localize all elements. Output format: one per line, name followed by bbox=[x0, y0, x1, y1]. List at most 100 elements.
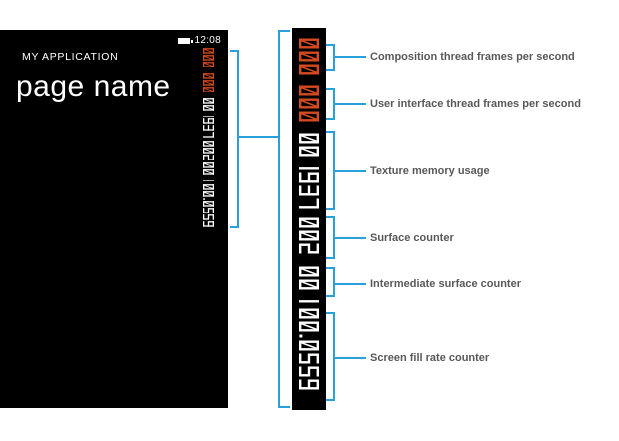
phone-counter-ui-thread-fps bbox=[203, 73, 214, 93]
label-ui-thread-fps: User interface thread frames per second bbox=[370, 98, 581, 110]
segment-digit-0 bbox=[203, 86, 214, 93]
segment-digit-9 bbox=[203, 118, 214, 125]
label-screen-fill-rate-counter: Screen fill rate counter bbox=[370, 352, 490, 364]
strip-counter-composition-fps bbox=[299, 38, 319, 75]
segment-digit-1 bbox=[203, 115, 214, 118]
segment-digit-5 bbox=[299, 366, 319, 377]
segment-digit-0 bbox=[203, 162, 214, 168]
annotation-bracket-texture-memory-usage-vertical bbox=[333, 131, 335, 210]
annotation-connector-texture-memory-usage bbox=[335, 170, 366, 172]
segment-digit-0 bbox=[203, 73, 214, 79]
segment-digit-0 bbox=[203, 200, 214, 207]
phone-counter-texture-memory-usage bbox=[203, 98, 214, 138]
segment-digit-0 bbox=[299, 51, 319, 62]
label-surface-counter: Surface counter bbox=[370, 232, 454, 244]
segment-digit-2 bbox=[299, 243, 319, 254]
annotation-bracket-screen-fill-rate-counter-bottom-tick bbox=[326, 399, 333, 401]
segment-digit-0 bbox=[203, 104, 214, 111]
annotation-connector-screen-fill-rate-counter bbox=[335, 357, 366, 359]
segment-digit-0 bbox=[203, 61, 214, 68]
strip-counter-screen-fill-rate-counter bbox=[299, 308, 319, 390]
phone-bracket-top-tick bbox=[230, 50, 239, 52]
segment-digit-0 bbox=[203, 184, 214, 190]
status-bar-clock: 12:08 bbox=[194, 35, 221, 46]
segment-digit-0 bbox=[299, 146, 319, 157]
phone-counter-screen-fill-rate-counter bbox=[203, 184, 214, 227]
segment-digit-0 bbox=[203, 190, 214, 197]
strip-counter-intermediate-surface-counter bbox=[299, 266, 319, 303]
segment-digit-9 bbox=[299, 379, 319, 390]
annotation-bracket-ui-thread-fps-top-tick bbox=[326, 88, 333, 90]
annotation-bracket-texture-memory-usage-top-tick bbox=[326, 131, 333, 133]
phone-bracket-vertical bbox=[237, 50, 239, 228]
annotation-bracket-surface-counter-top-tick bbox=[326, 216, 333, 218]
segment-digit-0 bbox=[203, 147, 214, 154]
phone-screen: 12:08 MY APPLICATION page name bbox=[0, 30, 228, 408]
segment-digit-5 bbox=[299, 353, 319, 364]
segment-digit-0 bbox=[299, 308, 319, 319]
segment-digit-0 bbox=[299, 64, 319, 75]
segment-digit-1 bbox=[299, 167, 319, 170]
label-intermediate-surface-counter: Intermediate surface counter bbox=[370, 278, 521, 290]
annotation-connector-intermediate-surface-counter bbox=[335, 283, 366, 285]
phone-counter-composition-fps bbox=[203, 48, 214, 68]
segment-digit-0 bbox=[203, 168, 214, 175]
segment-digit-0 bbox=[203, 54, 214, 61]
segment-digit-0 bbox=[299, 321, 319, 332]
page-title: page name bbox=[16, 70, 171, 103]
segment-digit-0 bbox=[299, 230, 319, 241]
annotation-bracket-surface-counter-bottom-tick bbox=[326, 257, 333, 259]
segment-digit-2 bbox=[203, 154, 214, 161]
annotation-bracket-composition-fps-bottom-tick bbox=[326, 69, 333, 71]
annotation-connector-surface-counter bbox=[335, 237, 366, 239]
phone-counter-intermediate-surface-counter bbox=[203, 162, 214, 182]
segment-digit-0 bbox=[299, 279, 319, 290]
annotation-bracket-intermediate-surface-counter-bottom-tick bbox=[326, 295, 333, 297]
strip-bracket-bottom-tick bbox=[280, 406, 290, 408]
segment-digit-3 bbox=[299, 185, 319, 196]
segment-digit-0 bbox=[203, 141, 214, 147]
segment-digit-0 bbox=[299, 133, 319, 144]
phone-counter-surface-counter bbox=[203, 141, 214, 161]
annotation-bracket-composition-fps-top-tick bbox=[326, 44, 333, 46]
segment-digit-0 bbox=[299, 38, 319, 49]
segment-digit-0 bbox=[299, 266, 319, 277]
annotation-connector-ui-thread-fps bbox=[335, 103, 366, 105]
segment-digit-1 bbox=[299, 300, 319, 303]
annotation-bracket-intermediate-surface-counter-top-tick bbox=[326, 267, 333, 269]
annotation-bracket-screen-fill-rate-counter-top-tick bbox=[326, 312, 333, 314]
segment-digit-7 bbox=[203, 132, 214, 138]
segment-digit-5 bbox=[203, 207, 214, 214]
segment-digit-0 bbox=[203, 48, 214, 54]
label-composition-fps: Composition thread frames per second bbox=[370, 51, 575, 63]
segment-digit-0 bbox=[299, 111, 319, 122]
label-texture-memory-usage: Texture memory usage bbox=[370, 165, 490, 177]
segment-digit-1 bbox=[203, 179, 214, 182]
strip-counter-surface-counter bbox=[299, 217, 319, 254]
annotation-bracket-surface-counter-vertical bbox=[333, 216, 335, 259]
segment-digit-0 bbox=[299, 340, 319, 351]
annotation-bracket-intermediate-surface-counter-vertical bbox=[333, 267, 335, 297]
annotation-bracket-composition-fps-vertical bbox=[333, 44, 335, 71]
segment-digit-0 bbox=[203, 98, 214, 104]
annotation-bracket-ui-thread-fps-vertical bbox=[333, 88, 335, 120]
phone-bracket-bottom-tick bbox=[230, 226, 239, 228]
segment-digit-9 bbox=[203, 221, 214, 227]
segment-digit-5 bbox=[203, 214, 214, 221]
strip-bracket-top-tick bbox=[280, 30, 290, 32]
segment-dot bbox=[299, 334, 303, 338]
segment-digit-0 bbox=[299, 217, 319, 228]
annotation-bracket-ui-thread-fps-bottom-tick bbox=[326, 118, 333, 120]
segment-digit-7 bbox=[299, 198, 319, 209]
annotation-bracket-screen-fill-rate-counter-vertical bbox=[333, 312, 335, 401]
app-title: MY APPLICATION bbox=[22, 51, 119, 63]
segment-digit-3 bbox=[203, 125, 214, 131]
strip-counter-texture-memory-usage bbox=[299, 133, 319, 209]
battery-icon bbox=[178, 38, 193, 44]
segment-digit-0 bbox=[299, 85, 319, 96]
phone-to-strip-connector bbox=[239, 136, 278, 138]
strip-bracket-vertical bbox=[278, 30, 280, 408]
segment-dot bbox=[203, 197, 205, 200]
segment-digit-0 bbox=[203, 79, 214, 86]
